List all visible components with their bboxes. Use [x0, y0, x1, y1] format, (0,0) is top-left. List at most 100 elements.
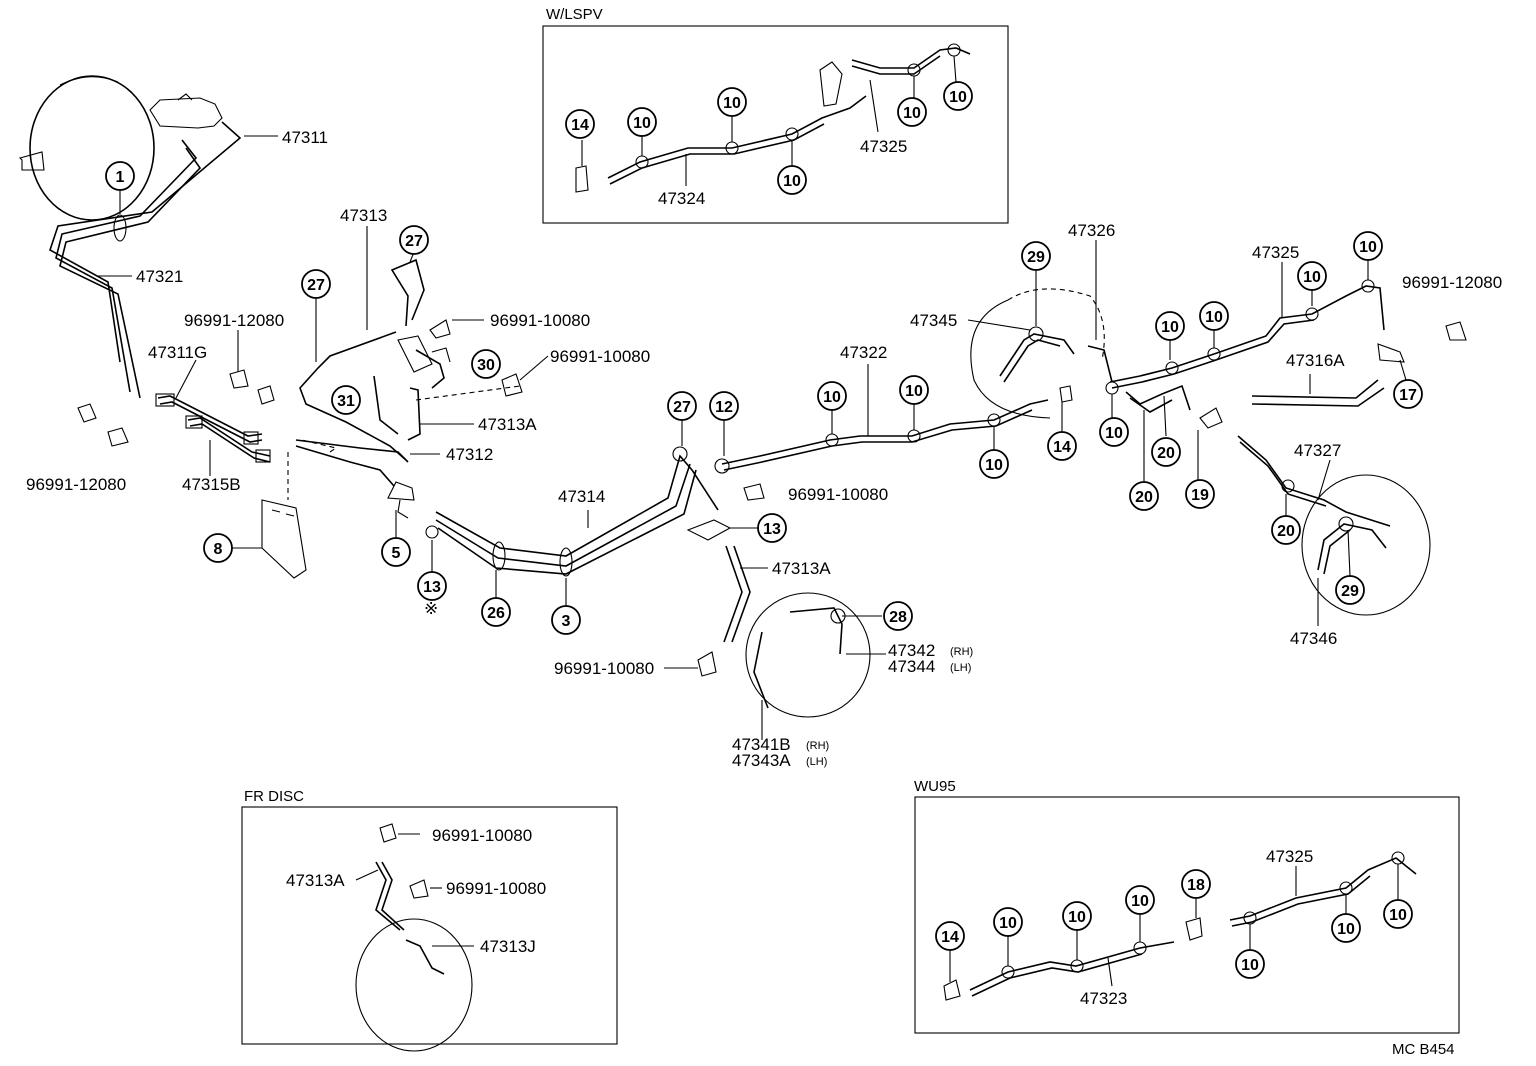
asterisk-note: ※ [424, 599, 438, 618]
lspv-box-title: W/LSPV [546, 6, 603, 23]
part-label-47314: 47314 [558, 487, 605, 506]
callout-c10_6: 10 [817, 381, 847, 411]
callout-c29a: 29 [1021, 241, 1051, 271]
callout-number: 12 [715, 399, 733, 416]
callout-c10_10: 10 [1155, 311, 1185, 341]
part-label-47321: 47321 [136, 267, 183, 286]
callout-number: 5 [392, 545, 401, 562]
part-label-96991-12080: 96991-12080 [1402, 273, 1502, 292]
clip-icon [77, 369, 275, 447]
part-label-47313A: 47313A [478, 415, 537, 434]
callout-circle [1383, 899, 1413, 929]
callout-c14c: 14 [935, 921, 965, 951]
callout-circle [709, 391, 739, 421]
callout-c10_9: 10 [1099, 417, 1129, 447]
callout-c10_13: 10 [1353, 231, 1383, 261]
callout-c10_8: 10 [979, 449, 1009, 479]
callout-c10_15: 10 [1062, 901, 1092, 931]
callout-circle [1129, 481, 1159, 511]
part-label-rh: (RH) [950, 646, 973, 658]
callout-circle [757, 513, 787, 543]
part-label-96991-10080: 96991-10080 [554, 659, 654, 678]
callout-circle [301, 269, 331, 299]
part-label-47327: 47327 [1294, 441, 1341, 460]
callout-number: 10 [1241, 957, 1259, 974]
hose-47316A [1251, 321, 1467, 407]
callout-number: 10 [1205, 309, 1223, 326]
callout-circle [1021, 241, 1051, 271]
part-label-96991-10080: 96991-10080 [788, 485, 888, 504]
callout-number: 10 [783, 173, 801, 190]
callout-number: 13 [423, 579, 441, 596]
callout-c12: 12 [709, 391, 739, 421]
callout-circle [551, 605, 581, 635]
callout-number: 10 [1161, 319, 1179, 336]
part-label-47313J: 47313J [480, 937, 536, 956]
wu95-box-title: WU95 [914, 778, 956, 795]
part-label-47342: 47342 [888, 641, 935, 660]
callout-number: 10 [633, 115, 651, 132]
callout-number: 14 [1053, 439, 1071, 456]
callout-circle [565, 109, 595, 139]
callout-number: 1 [116, 169, 125, 186]
callout-number: 30 [477, 357, 495, 374]
callout-c10_7: 10 [899, 375, 929, 405]
callout-c13a: 13 [757, 513, 787, 543]
callout-circle [897, 97, 927, 127]
pipe-47314 [425, 446, 719, 577]
callout-c13b: 13 [417, 571, 447, 601]
pipe-47313-group [295, 258, 521, 519]
part-label-47325: 47325 [1252, 243, 1299, 262]
pipe-47311-group [49, 121, 242, 399]
callout-circle [399, 225, 429, 255]
callout-number: 10 [1359, 239, 1377, 256]
callout-circle [1393, 379, 1423, 409]
part-label-rh: (RH) [806, 740, 829, 752]
callout-number: 20 [1135, 489, 1153, 506]
callout-c14a: 14 [565, 109, 595, 139]
callout-number: 27 [405, 233, 423, 250]
callout-number: 29 [1027, 249, 1045, 266]
callout-c17: 17 [1393, 379, 1423, 409]
callout-number: 27 [673, 399, 691, 416]
callout-number: 18 [1187, 877, 1205, 894]
frdisc-box-title: FR DISC [244, 788, 304, 805]
leader-lines [96, 55, 1407, 987]
part-label-47324: 47324 [658, 189, 705, 208]
callout-c10_2: 10 [717, 87, 747, 117]
part-label-96991-12080: 96991-12080 [26, 475, 126, 494]
part-label-47322: 47322 [840, 343, 887, 362]
callout-c20a: 20 [1151, 437, 1181, 467]
part-label-47345: 47345 [910, 311, 957, 330]
callout-c10_19: 10 [1383, 899, 1413, 929]
callout-c27c: 27 [667, 391, 697, 421]
callout-circle [105, 161, 135, 191]
callout-circle [381, 537, 411, 567]
callout-circle [417, 571, 447, 601]
part-label-47323: 47323 [1080, 989, 1127, 1008]
part-label-47325: 47325 [860, 137, 907, 156]
callout-circle [1235, 949, 1265, 979]
part-label-47315B: 47315B [182, 475, 241, 494]
callout-circle [717, 87, 747, 117]
pipe-47322 [714, 385, 1073, 474]
callout-circle [943, 81, 973, 111]
callout-number: 29 [1341, 583, 1359, 600]
part-label-47313: 47313 [340, 206, 387, 225]
callout-number: 26 [487, 605, 505, 622]
callout-c31: 31 [331, 385, 361, 415]
callout-number: 19 [1191, 487, 1209, 504]
callout-number: 31 [337, 393, 355, 410]
callout-c29b: 29 [1335, 575, 1365, 605]
callout-circle [777, 165, 807, 195]
callout-c14b: 14 [1047, 431, 1077, 461]
wu95-box [914, 796, 1460, 1034]
callout-c8: 8 [203, 533, 233, 563]
callout-number: 14 [571, 117, 589, 134]
callout-number: 28 [889, 609, 907, 626]
callout-c26: 26 [481, 597, 511, 627]
callout-layer: 1358121313141414171819202020262727272829… [105, 81, 1423, 979]
callout-circle [1335, 575, 1365, 605]
part-label-lh: (LH) [950, 662, 971, 674]
callout-c28: 28 [883, 601, 913, 631]
